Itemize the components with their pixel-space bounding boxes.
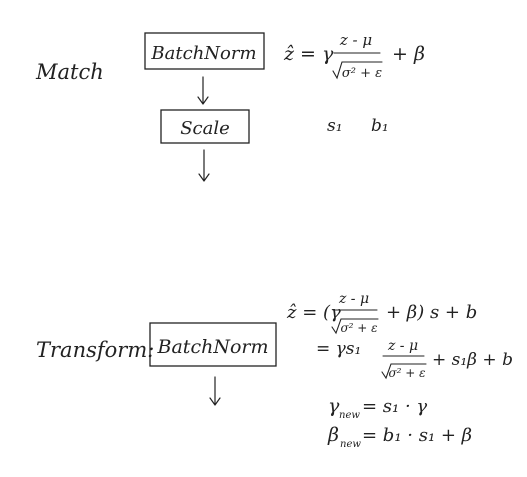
- transform-line2-denominator: σ² + ε: [388, 366, 425, 380]
- transform-batchnorm-box: [149, 322, 277, 367]
- match-batchnorm-label: BatchNorm: [150, 43, 256, 64]
- transform-line1-numerator: z - μ: [338, 291, 369, 307]
- match-formula-rest: + β: [392, 43, 425, 65]
- transform-line2-rest: + s₁β + b: [432, 350, 513, 370]
- match-scale-block: Scale: [160, 109, 250, 144]
- match-param-s1: s₁: [327, 116, 343, 136]
- transform-batchnorm-block: BatchNorm: [149, 322, 277, 367]
- match-formula-sqrt: [332, 61, 383, 80]
- beta-new-rhs: = b₁ · s₁ + β: [362, 425, 472, 446]
- match-param-b1: b₁: [371, 116, 389, 136]
- gamma-new-symbol: γ: [328, 395, 340, 417]
- transform-formula-line2: = γs₁ z - μ σ² + ε + s₁β + b: [316, 338, 513, 380]
- transform-line1-lhs: ẑ = (γ: [286, 302, 341, 323]
- beta-new-subscript: new: [340, 439, 361, 450]
- beta-new-equation: β new = b₁ · s₁ + β: [327, 424, 472, 450]
- transform-line2-sqrt: [381, 363, 427, 380]
- match-scale-label: Scale: [180, 118, 230, 139]
- transform-line1-rest: + β) s + b: [386, 302, 477, 323]
- transform-line1-denominator: σ² + ε: [340, 321, 377, 335]
- transform-batchnorm-label: BatchNorm: [157, 336, 269, 358]
- transform-section: Transform: BatchNorm ẑ = (γ z - μ σ² + ε…: [36, 291, 513, 450]
- match-arrow-down-1: [197, 76, 209, 105]
- transform-line2-numerator: z - μ: [387, 338, 418, 354]
- match-formula-numerator: z - μ: [339, 31, 372, 49]
- match-formula-denominator: σ² + ε: [342, 66, 382, 81]
- match-scale-box: [160, 109, 250, 144]
- match-section: Match BatchNorm Scale ẑ = γ z - μ σ² + ε…: [35, 31, 425, 182]
- gamma-new-equation: γ new = s₁ · γ: [328, 395, 427, 421]
- gamma-new-subscript: new: [339, 410, 360, 421]
- transform-label: Transform:: [36, 338, 154, 362]
- match-arrow-down-2: [198, 149, 210, 182]
- transform-line2-lhs: = γs₁: [316, 339, 361, 359]
- transform-formula-line1: ẑ = (γ z - μ σ² + ε + β) s + b: [286, 291, 477, 335]
- beta-new-symbol: β: [327, 424, 339, 446]
- match-batchnorm-block: BatchNorm: [144, 32, 265, 70]
- gamma-new-rhs: = s₁ · γ: [362, 396, 427, 417]
- match-batchnorm-box: [144, 32, 265, 70]
- match-formula-lhs: ẑ = γ: [283, 43, 334, 65]
- transform-line1-sqrt: [331, 318, 379, 335]
- match-label: Match: [35, 60, 104, 84]
- transform-arrow-down: [209, 376, 221, 406]
- match-formula: ẑ = γ z - μ σ² + ε + β: [283, 31, 425, 81]
